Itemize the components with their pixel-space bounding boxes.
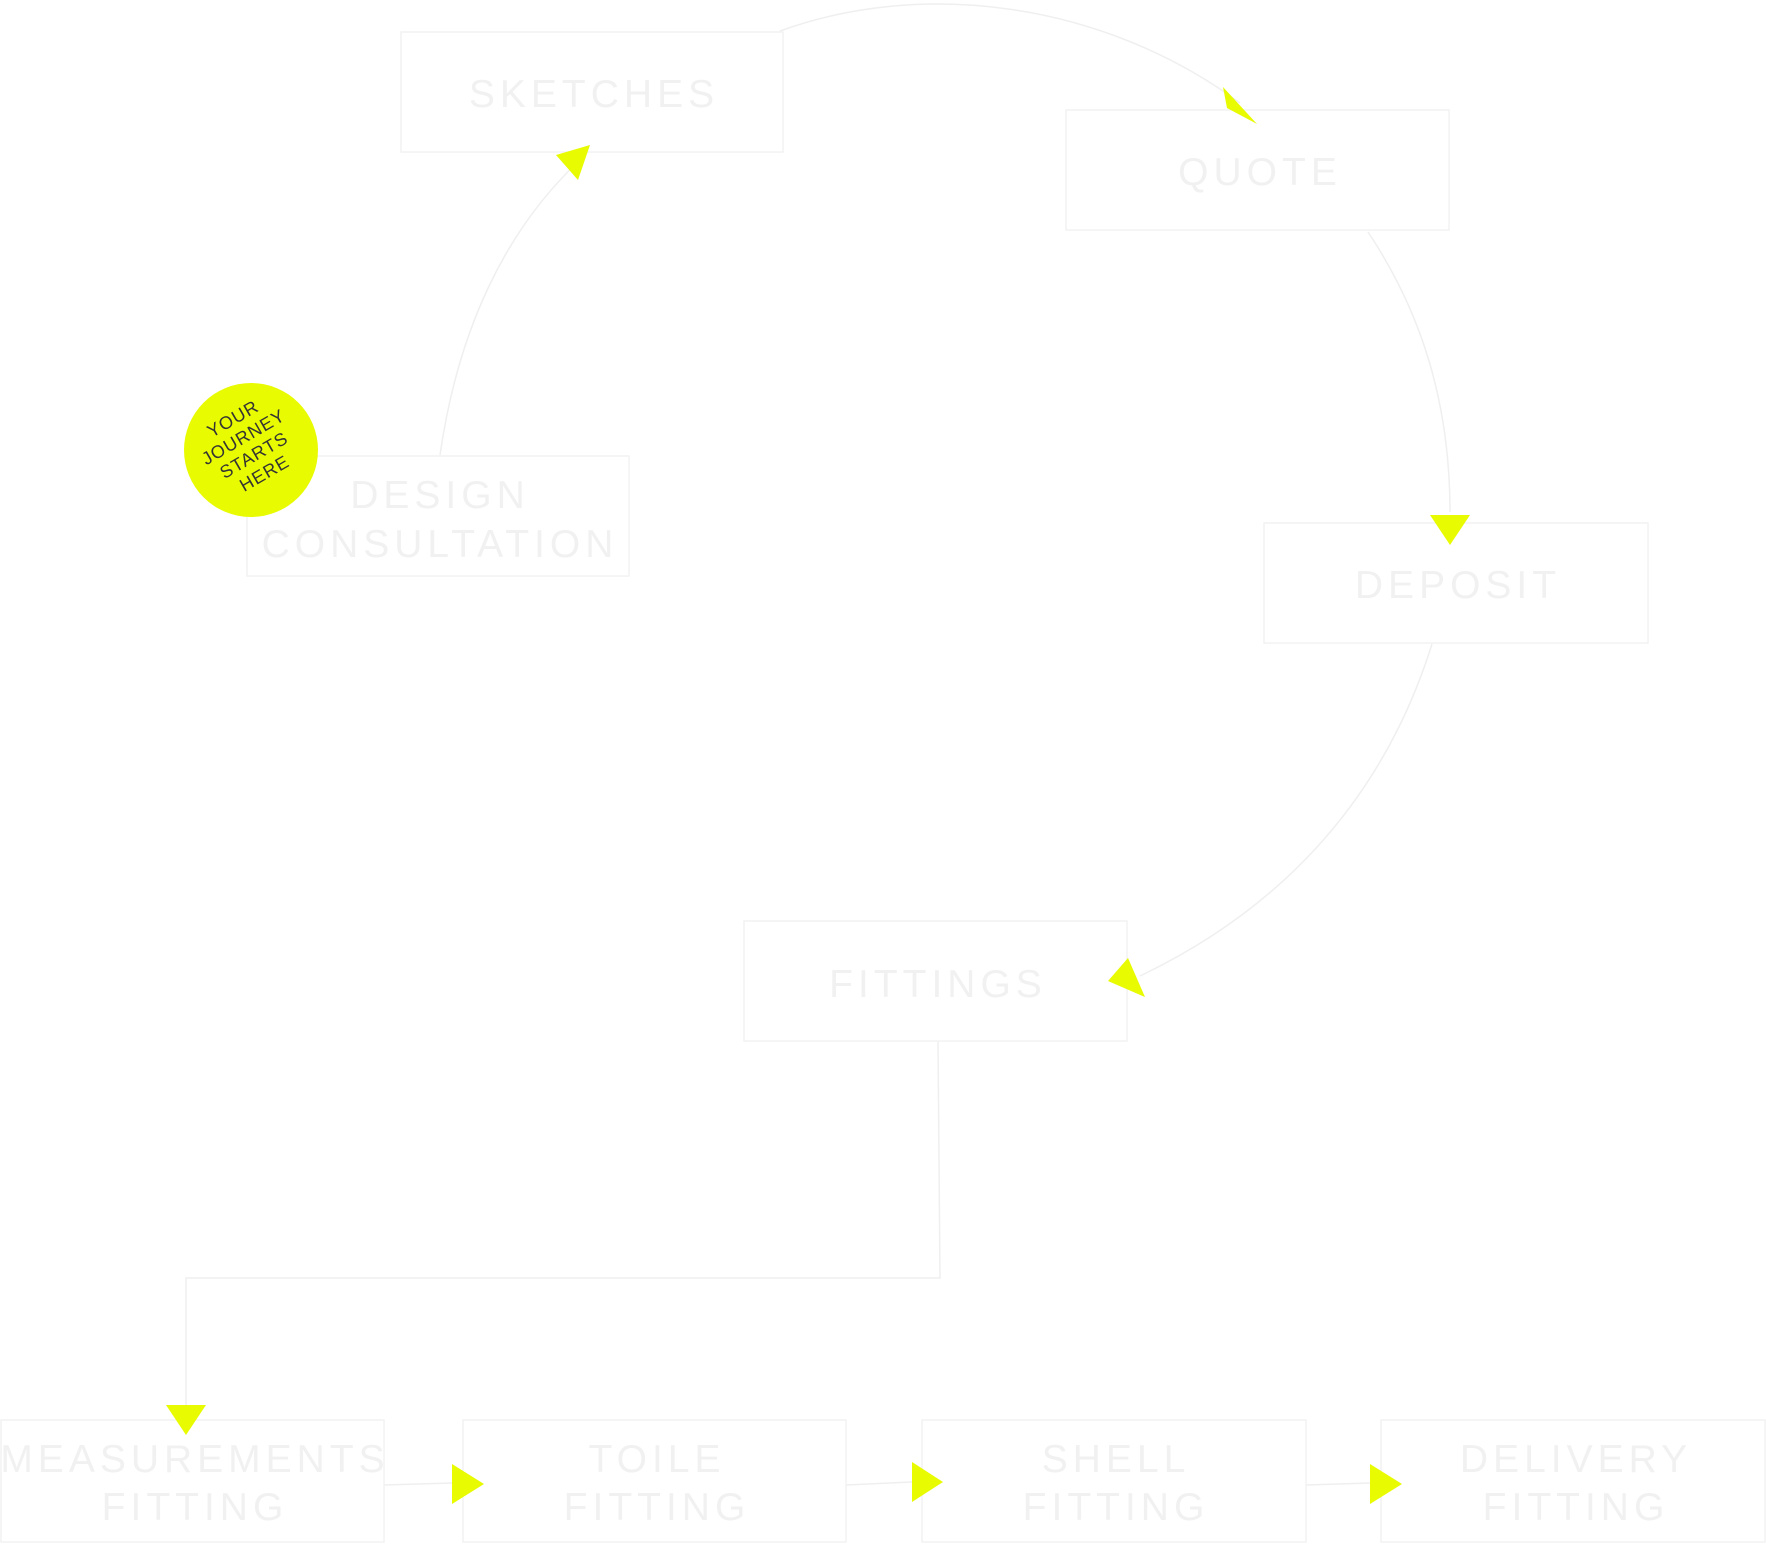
- start-badge-circle: [184, 383, 318, 517]
- connector-quote-to-deposit: [1367, 231, 1451, 513]
- step-label: TOILE: [589, 1438, 726, 1481]
- step-label: DEPOSIT: [1355, 564, 1561, 607]
- step-label: QUOTE: [1178, 151, 1342, 194]
- step-label: FITTING: [102, 1486, 289, 1529]
- step-label: DESIGN: [350, 474, 530, 517]
- step-label: FITTING: [564, 1486, 751, 1529]
- arrowhead-to-delivery: [1370, 1464, 1402, 1504]
- step-label: DELIVERY: [1460, 1438, 1692, 1481]
- start-badge: YOUR JOURNEY STARTS HERE: [184, 383, 318, 517]
- step-box: [400, 31, 784, 153]
- arrowhead-to-shell: [912, 1462, 943, 1502]
- arrowhead-to-quote: [1223, 87, 1257, 124]
- connector-fittings-to-measurements: [185, 1041, 941, 1410]
- step-toile-fitting: TOILE FITTING: [462, 1419, 847, 1543]
- step-measurements-fitting: MEASUREMENTS FITTING: [0, 1419, 389, 1543]
- connectors: [185, 3, 1451, 1486]
- step-label: MEASUREMENTS: [0, 1438, 389, 1481]
- step-shell-fitting: SHELL FITTING: [921, 1419, 1307, 1543]
- arrowhead-to-toile: [452, 1464, 484, 1504]
- step-quote: QUOTE: [1065, 109, 1450, 231]
- arrowhead-to-sketches: [556, 145, 590, 180]
- step-label: FITTING: [1023, 1486, 1210, 1529]
- arrowheads: [166, 87, 1470, 1504]
- arrowhead-to-deposit: [1430, 515, 1470, 545]
- step-label: FITTING: [1483, 1486, 1670, 1529]
- connector-sketches-to-quote: [779, 3, 1241, 104]
- step-label: SKETCHES: [469, 73, 719, 116]
- connector-deposit-to-fittings: [1139, 643, 1433, 977]
- connector-measurements-to-toile: [383, 1482, 453, 1486]
- connector-design-to-sketches: [439, 159, 581, 456]
- step-delivery-fitting: DELIVERY FITTING: [1380, 1419, 1766, 1543]
- step-label: CONSULTATION: [262, 523, 619, 566]
- connector-shell-to-delivery: [1305, 1482, 1371, 1486]
- step-design-consultation: DESIGN CONSULTATION: [246, 455, 630, 577]
- step-sketches: SKETCHES: [400, 31, 784, 153]
- arrowhead-to-measurements: [166, 1405, 206, 1435]
- arrowhead-to-fittings: [1108, 958, 1145, 997]
- step-box: [1065, 109, 1450, 231]
- step-fittings: FITTINGS: [743, 920, 1128, 1042]
- step-deposit: DEPOSIT: [1263, 522, 1649, 644]
- step-label: FITTINGS: [829, 963, 1047, 1006]
- connector-toile-to-shell: [845, 1481, 913, 1486]
- step-label: SHELL: [1042, 1438, 1191, 1481]
